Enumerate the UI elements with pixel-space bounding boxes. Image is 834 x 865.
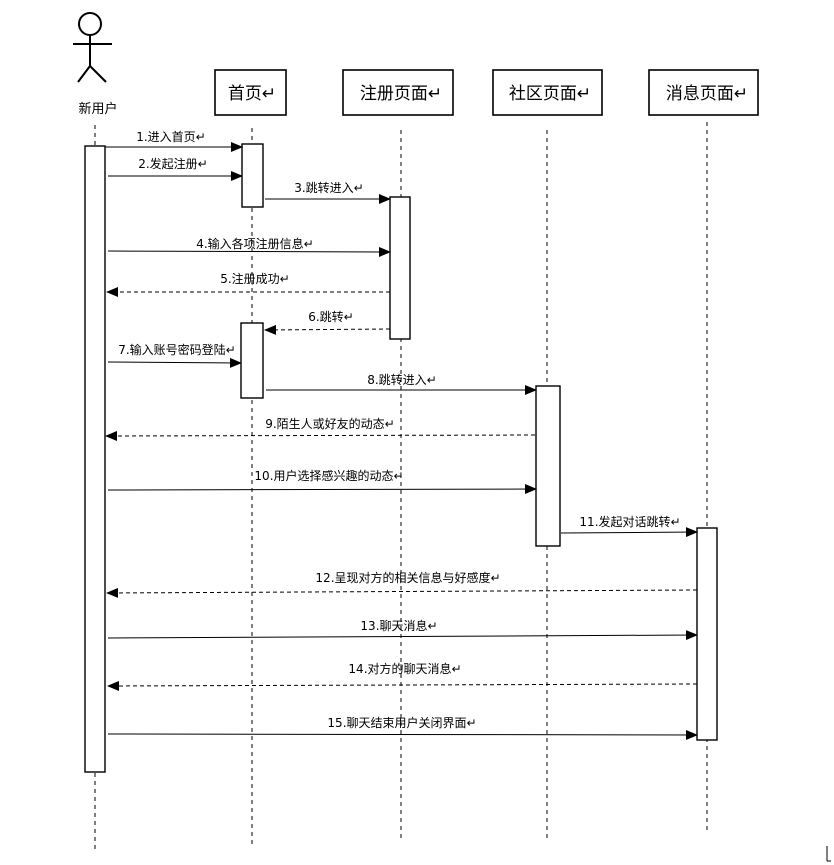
participant-home: 首页↵ <box>214 69 287 116</box>
actor-stick-figure-icon <box>73 12 112 83</box>
message-label: 12.呈现对方的相关信息与好感度↵ <box>315 570 500 585</box>
message-label: 7.输入账号密码登陆↵ <box>118 342 236 357</box>
message-arrow <box>107 630 698 641</box>
participant-message: 消息页面↵ <box>648 69 759 116</box>
message-label: 14.对方的聊天消息↵ <box>348 661 461 676</box>
message-arrow <box>107 246 391 257</box>
participant-home-label: 首页↵ <box>228 84 276 104</box>
participant-message-label: 消息页面↵ <box>666 84 748 104</box>
message-return-arrow <box>264 324 391 335</box>
message-label: 4.输入各项注册信息↵ <box>196 236 314 251</box>
activation-register <box>389 196 411 340</box>
activation-user <box>84 145 106 773</box>
message-arrow <box>107 484 537 495</box>
message-label: 13.聊天消息↵ <box>360 618 437 633</box>
message-arrow <box>107 729 698 740</box>
participant-register-label: 注册页面↵ <box>360 84 442 104</box>
message-label: 11.发起对话跳转↵ <box>579 514 680 529</box>
message-label: 8.跳转进入↵ <box>367 372 437 387</box>
activation-home-2 <box>240 322 264 399</box>
message-label: 6.跳转↵ <box>308 309 354 324</box>
message-label: 9.陌生人或好友的动态↵ <box>265 416 395 431</box>
activation-community <box>535 385 561 547</box>
message-label: 15.聊天结束用户关闭界面↵ <box>327 715 476 730</box>
message-label: 1.进入首页↵ <box>136 130 206 144</box>
participant-register: 注册页面↵ <box>342 69 454 116</box>
message-return-arrow <box>107 680 698 691</box>
participant-community: 社区页面↵ <box>492 69 603 116</box>
message-return-arrow <box>106 587 698 598</box>
message-return-arrow <box>105 430 536 441</box>
message-label: 3.跳转进入↵ <box>294 180 364 195</box>
message-label: 2.发起注册↵ <box>138 156 208 171</box>
message-arrow <box>560 527 698 538</box>
participant-community-label: 社区页面↵ <box>509 84 591 104</box>
message-label: 10.用户选择感兴趣的动态↵ <box>254 468 403 483</box>
actor-label: 新用户 <box>78 101 117 117</box>
message-arrow <box>107 357 242 368</box>
activation-message <box>696 527 718 741</box>
activation-home-1 <box>241 143 264 208</box>
message-label: 5.注册成功↵ <box>220 271 290 286</box>
